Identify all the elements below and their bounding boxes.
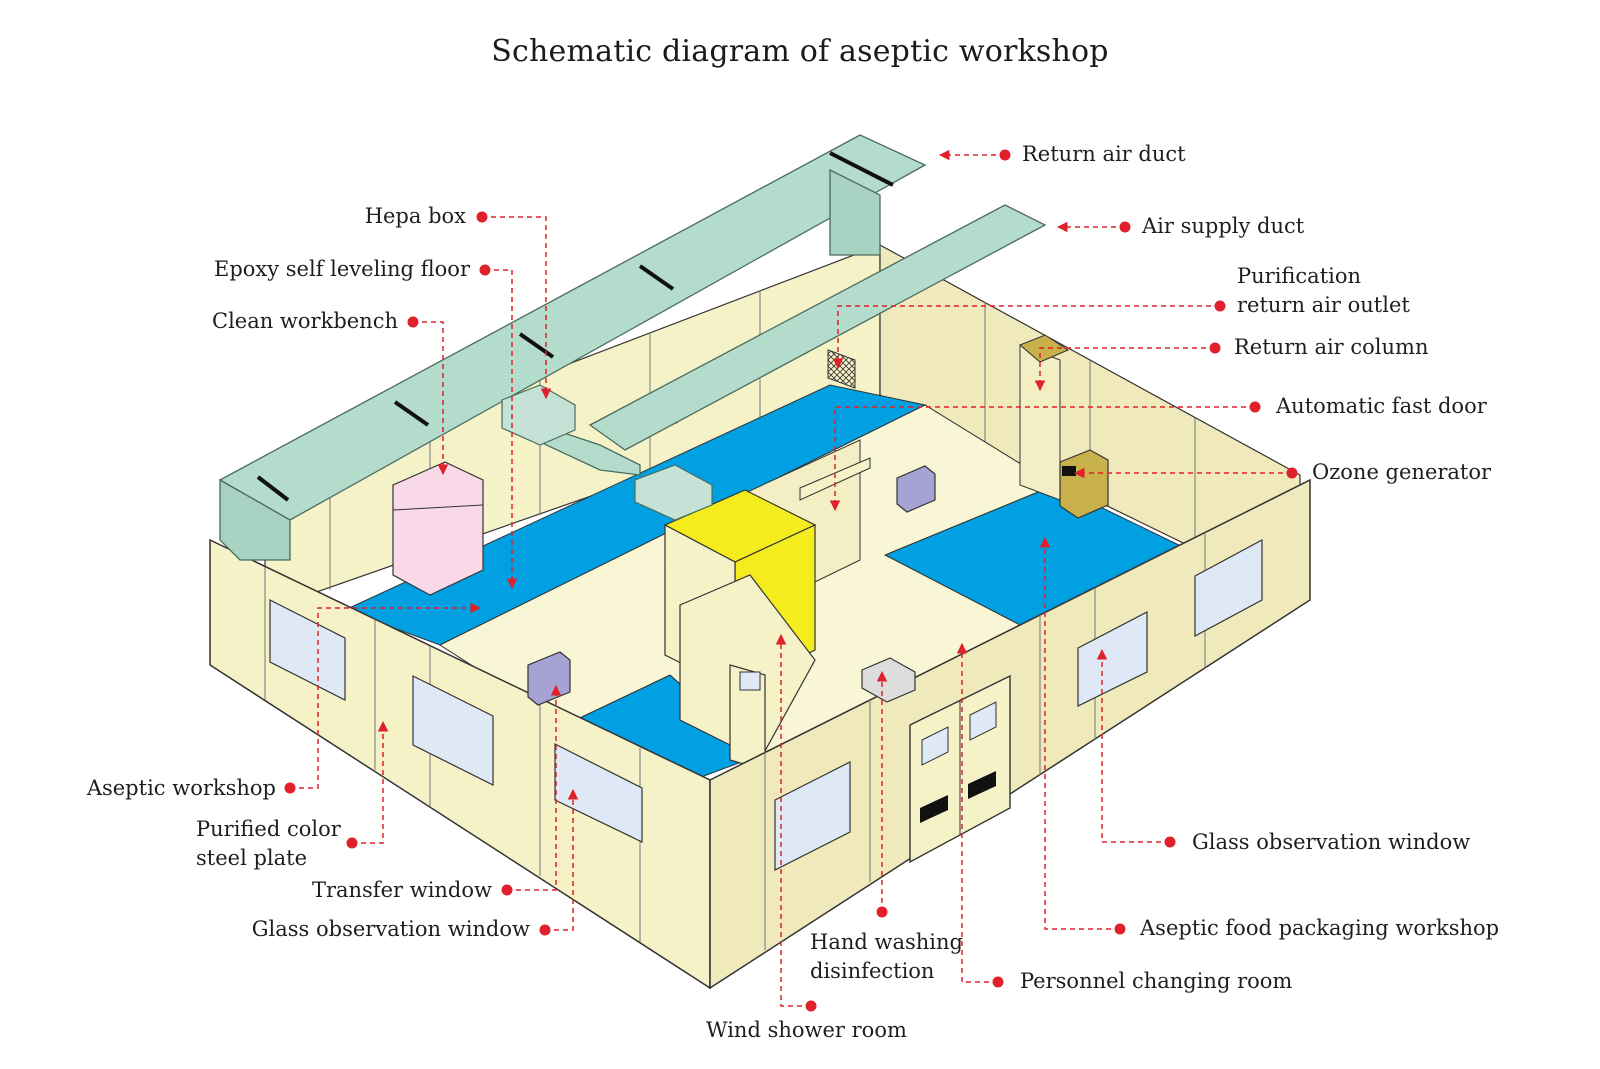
leader-packaging-workshop xyxy=(1039,536,1120,930)
window-front-right-2 xyxy=(1077,611,1148,707)
hepa-box-1 xyxy=(501,384,576,446)
label-transfer-window: Transfer window xyxy=(311,878,492,902)
leader-purified-plate xyxy=(352,720,389,844)
window-front-left-2 xyxy=(412,675,494,786)
window-front-right-3 xyxy=(1194,538,1263,638)
label-purification-outlet-2: return air outlet xyxy=(1237,293,1410,317)
leader-glass-window-right xyxy=(1096,648,1170,843)
window-front-left-1 xyxy=(269,599,346,701)
window-front-left-3 xyxy=(554,743,643,843)
fast-door-rail xyxy=(799,457,871,501)
changing-room-door-window xyxy=(739,671,761,691)
label-hand-washing-2: disinfection xyxy=(810,959,935,983)
leader-return-air-column xyxy=(1034,347,1215,392)
hand-washing-sink xyxy=(861,657,916,703)
clean-workbench xyxy=(392,461,484,596)
changing-room-wall xyxy=(679,574,816,761)
label-aseptic-workshop: Aseptic workshop xyxy=(86,776,276,800)
label-epoxy-floor: Epoxy self leveling floor xyxy=(213,257,470,281)
leader-transfer-window xyxy=(507,684,562,891)
leader-dots xyxy=(284,149,1298,1012)
leader-changing-room xyxy=(956,642,998,983)
return-air-duct-drop-right xyxy=(829,168,881,256)
leader-lines xyxy=(290,149,1292,1007)
label-automatic-fast-door: Automatic fast door xyxy=(1276,394,1487,418)
label-air-supply-duct: Air supply duct xyxy=(1142,214,1305,238)
leader-purification-outlet xyxy=(832,305,1220,370)
label-personnel-changing-room: Personnel changing room xyxy=(1020,969,1293,993)
page-title: Schematic diagram of aseptic workshop xyxy=(491,34,1109,69)
label-purified-plate-2: steel plate xyxy=(196,846,308,870)
leader-automatic-fast-door xyxy=(829,406,1255,512)
label-purified-plate-1: Purified color xyxy=(196,817,341,841)
leader-hepa-box xyxy=(482,216,552,400)
front-wall-seams xyxy=(264,533,1206,950)
air-supply-duct xyxy=(588,204,1047,451)
leader-epoxy-floor xyxy=(485,269,518,590)
label-purification-outlet-1: Purification xyxy=(1237,264,1362,288)
hepa-box-2 xyxy=(634,464,713,521)
label-clean-workbench: Clean workbench xyxy=(212,309,398,333)
label-glass-window-left: Glass observation window xyxy=(251,917,530,941)
label-hepa-box: Hepa box xyxy=(364,204,466,228)
window-front-right-1 xyxy=(774,761,851,871)
leader-clean-workbench xyxy=(413,321,449,476)
label-return-air-duct: Return air duct xyxy=(1022,142,1186,166)
label-wind-shower-room: Wind shower room xyxy=(706,1018,907,1042)
label-aseptic-packaging: Aseptic food packaging workshop xyxy=(1140,916,1500,940)
label-hand-washing-1: Hand washing xyxy=(810,930,963,954)
label-ozone-generator: Ozone generator xyxy=(1312,460,1492,484)
partition-wall-2 xyxy=(1019,344,1061,501)
leader-wind-shower xyxy=(775,633,811,1007)
label-return-air-column: Return air column xyxy=(1234,335,1429,359)
transfer-window-device-back xyxy=(896,465,936,513)
ozone-generator-device xyxy=(1059,449,1109,519)
return-air-duct-drop-left xyxy=(219,478,291,561)
leader-aseptic-workshop xyxy=(290,602,482,789)
duct-clamps xyxy=(256,151,920,502)
label-glass-window-right: Glass observation window xyxy=(1192,830,1471,854)
leader-glass-window-left xyxy=(545,788,579,931)
